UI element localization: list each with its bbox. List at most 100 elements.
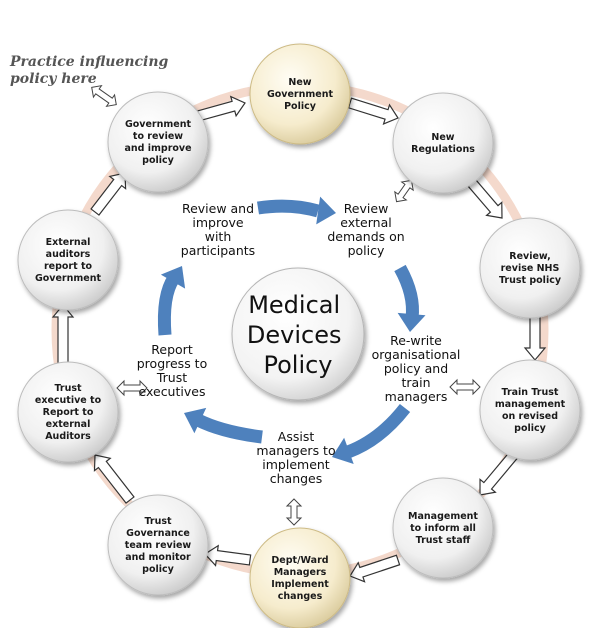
outer-node-label-line: and monitor bbox=[125, 552, 191, 563]
outer-node-label-line: to review bbox=[133, 131, 183, 142]
inner-label-line: Review and bbox=[182, 201, 254, 216]
outer-node-label-line: Dept/Ward bbox=[271, 555, 328, 566]
outer-node-label-line: Report to bbox=[43, 407, 94, 418]
outer-node-label-line: and improve bbox=[124, 143, 191, 154]
outer-node-label-line: Regulations bbox=[411, 144, 475, 155]
outer-node-circle bbox=[17, 361, 119, 463]
connector-arrow bbox=[349, 554, 401, 583]
connector-arrow bbox=[467, 178, 503, 219]
inner-arrow-lower-left bbox=[195, 414, 263, 444]
outer-node-label-line: changes bbox=[278, 591, 323, 602]
outer-node-label-line: report to bbox=[44, 261, 93, 272]
outer-node-label-line: Trust bbox=[54, 383, 82, 394]
outer-node-circle bbox=[249, 43, 351, 145]
inner-arrow-lower-right bbox=[345, 403, 411, 459]
outer-node-label-line: to inform all bbox=[410, 523, 476, 534]
outer-node-label-line: management bbox=[495, 399, 566, 410]
inner-label-line: Trust bbox=[156, 370, 187, 385]
outer-node-label-line: Trust policy bbox=[499, 275, 562, 286]
outer-node-label-line: External bbox=[46, 237, 91, 248]
connector-arrow bbox=[51, 304, 75, 367]
outer-node-label-line: New bbox=[288, 77, 311, 88]
outer-node-label-line: Government bbox=[125, 119, 192, 130]
outer-node-label-line: Policy bbox=[284, 101, 317, 112]
inner-arrow-left bbox=[157, 274, 180, 336]
outer-node-label-line: auditors bbox=[46, 249, 91, 260]
inner-arrow-right bbox=[394, 264, 419, 319]
inner-label-line: changes bbox=[270, 471, 323, 486]
connector-arrow bbox=[204, 544, 252, 567]
double-arrow-train bbox=[449, 378, 481, 396]
outer-node-circle bbox=[107, 494, 209, 596]
outer-node-label-line: Implement bbox=[271, 579, 329, 590]
inner-label-line: demands on bbox=[327, 229, 404, 244]
double-arrows bbox=[91, 84, 481, 526]
outer-node-label-line: Management bbox=[408, 511, 478, 522]
outer-node-label-line: New bbox=[431, 132, 454, 143]
inner-label-line: Report bbox=[151, 342, 193, 357]
connector-arrow bbox=[195, 95, 246, 122]
outer-node-label-line: on revised bbox=[502, 411, 558, 422]
inner-label-line: participants bbox=[181, 243, 255, 258]
inner-label-line: external bbox=[340, 215, 391, 230]
inner-arrow-left-head bbox=[160, 266, 186, 289]
practice-note: Practice influencing policy here bbox=[9, 54, 173, 87]
outer-node-label-line: Review, bbox=[509, 251, 550, 262]
svg-text:Medical Devices Po: Medical Devices Policy bbox=[247, 291, 349, 379]
center-title-line: Policy bbox=[263, 351, 332, 379]
inner-label-line: managers to bbox=[256, 443, 335, 458]
outer-node-circle bbox=[17, 209, 119, 311]
inner-label-line: improve bbox=[192, 215, 243, 230]
connector-arrow bbox=[90, 172, 127, 216]
inner-label-line: implement bbox=[262, 457, 330, 472]
outer-node-label-line: policy bbox=[142, 564, 174, 575]
outer-node-circle bbox=[479, 217, 581, 319]
inner-label-line: organisational bbox=[372, 347, 461, 362]
outer-node-label-line: Train Trust bbox=[502, 387, 559, 398]
outer-node-label-line: revise NHS bbox=[501, 263, 560, 274]
connector-arrow bbox=[93, 454, 135, 504]
inner-arrow-lower-right-head bbox=[332, 437, 354, 464]
outer-node-label-line: executive to bbox=[35, 395, 102, 406]
center-title-line: Devices bbox=[247, 321, 342, 349]
note-line: policy here bbox=[10, 71, 97, 87]
outer-node-circle bbox=[249, 527, 351, 628]
outer-node-circle bbox=[479, 359, 581, 461]
inner-label-line: Assist bbox=[278, 429, 315, 444]
outer-node-label-line: Auditors bbox=[45, 431, 91, 442]
center-node: Medical Devices Policy bbox=[231, 267, 365, 401]
inner-label-line: Review bbox=[344, 201, 389, 216]
outer-node-label-line: Trust staff bbox=[416, 535, 471, 546]
inner-arrow-top bbox=[256, 199, 320, 218]
inner-label-line: train bbox=[401, 375, 430, 390]
outer-node-label-line: external bbox=[46, 419, 91, 430]
double-arrow-report bbox=[116, 379, 148, 397]
outer-node-label-line: Managers bbox=[274, 567, 327, 578]
outer-node-label-line: policy bbox=[514, 423, 546, 434]
inner-label-line: progress to bbox=[137, 356, 207, 371]
inner-arrow-right-head bbox=[397, 312, 426, 332]
